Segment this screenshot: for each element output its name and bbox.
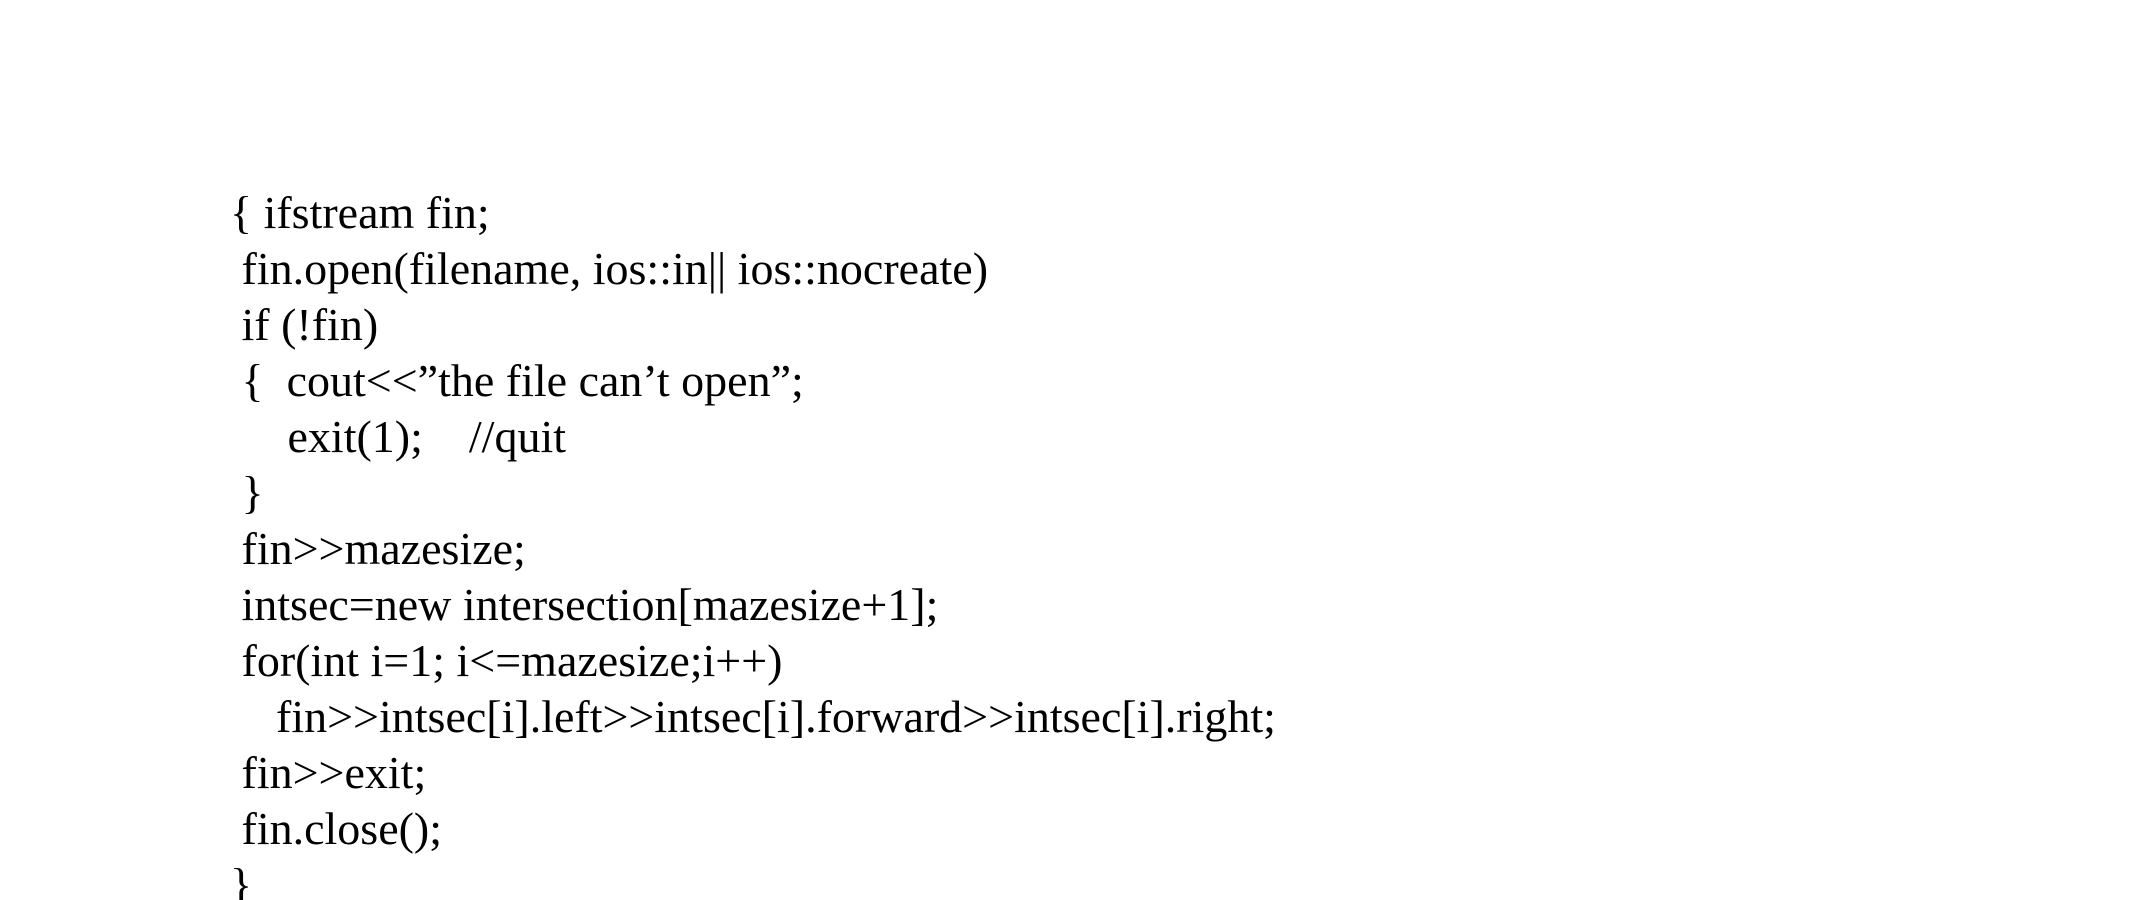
code-line: } [230, 467, 264, 518]
code-line: if (!fin) [230, 299, 379, 350]
code-line: intsec=new intersection[mazesize+1]; [230, 579, 939, 630]
code-line: fin>>intsec[i].left>>intsec[i].forward>>… [230, 691, 1276, 742]
code-line: } [230, 859, 253, 900]
code-line: { cout<<”the file can’t open”; [230, 355, 804, 406]
code-line: fin.close(); [230, 803, 443, 854]
code-line: exit(1); //quit [230, 411, 567, 462]
code-line: fin>>mazesize; [230, 523, 526, 574]
code-line: for(int i=1; i<=mazesize;i++) [230, 635, 783, 686]
code-line: fin>>exit; [230, 747, 427, 798]
code-line: { ifstream fin; [230, 187, 490, 238]
code-line: fin.open(filename, ios::in|| ios::nocrea… [230, 243, 989, 294]
code-listing: { ifstream fin; fin.open(filename, ios::… [230, 185, 1276, 900]
